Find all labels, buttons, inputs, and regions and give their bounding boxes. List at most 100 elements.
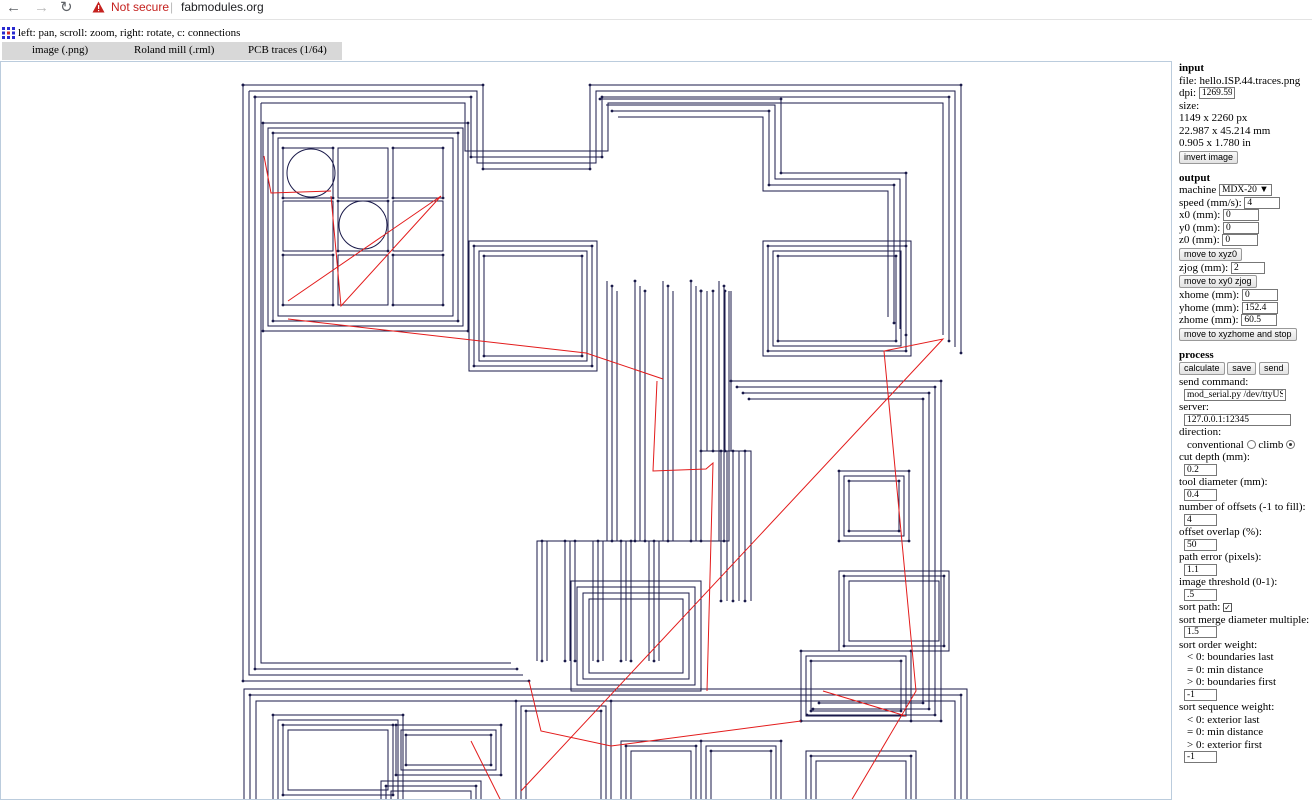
cut-depth-input[interactable] [1184,463,1217,476]
pad [380,780,482,799]
move-xy0-zjog-button[interactable]: move to xy0 zjog [1179,275,1257,288]
forward-icon[interactable]: → [34,0,49,16]
trace-outline [749,398,924,704]
vertex-dot [689,279,693,283]
threshold-input[interactable] [1184,588,1217,601]
vertex-dot [694,744,698,748]
xhome-input[interactable] [1241,289,1278,302]
vertex-dot [590,244,594,248]
address-bar[interactable]: fabmodules.org [181,0,264,14]
vertex-dot [837,469,841,473]
trace-outline [242,85,529,682]
send-command-input[interactable] [1184,388,1286,401]
connector-pad [262,122,469,332]
server-input[interactable] [1184,413,1291,426]
direction-label: direction: [1179,426,1222,438]
vertex-dot [766,349,770,353]
vertex-dot [573,539,577,543]
toolpath-canvas[interactable] [0,61,1172,800]
vertex-dot [709,749,713,753]
path-error-input[interactable] [1184,563,1217,576]
dpi-input[interactable] [1198,87,1235,100]
vertex-dot [261,121,265,125]
move-xyz0-button[interactable]: move to xyz0 [1179,247,1243,261]
machine-select[interactable]: MDX-20 ▼ [1219,184,1272,197]
reload-icon[interactable]: ↻ [60,0,73,16]
pad [620,740,702,799]
x0-input[interactable] [1223,209,1259,222]
vertex-dot [331,196,335,200]
sequence-weight-label: sort sequence weight: [1179,701,1275,713]
zjog-input[interactable] [1230,261,1265,274]
vertex-dot [907,469,911,473]
vertex-dot [779,171,783,175]
pad-cell [392,254,444,306]
sort-path-checkbox[interactable]: ✓ [1223,602,1232,612]
xhome-label: xhome (mm): [1179,289,1240,301]
invert-image-button[interactable]: invert image [1179,150,1239,164]
trace-paths [241,83,968,799]
input-heading: input [1179,62,1205,74]
zhome-label: zhome (mm): [1179,314,1239,326]
order-weight-input[interactable] [1184,688,1217,701]
vertex-dot [598,97,602,101]
toolpath-drawing[interactable] [1,62,1172,800]
vertex-dot [489,733,493,737]
order-note-2: = 0: min distance [1187,663,1264,676]
pad [405,734,492,766]
vertex-dot [253,95,257,99]
y0-input[interactable] [1223,221,1259,234]
zjog-label: zjog (mm): [1179,261,1229,274]
tab-pcb-traces[interactable]: PCB traces (1/64) [248,44,327,56]
vertex-dot [619,539,623,543]
order-weight-label: sort order weight: [1179,638,1258,651]
vertex-dot [809,754,813,758]
move-xyzhome-button[interactable]: move to xyzhome and stop [1179,327,1297,341]
trace-line [625,286,697,661]
warning-icon[interactable] [92,1,105,13]
vertex-dot [241,679,245,683]
sort-path-label: sort path: [1179,601,1221,613]
pad [515,700,612,799]
calculate-button[interactable]: calculate [1179,362,1225,375]
pad [843,475,905,537]
pad [815,760,907,799]
conventional-radio[interactable] [1246,440,1256,450]
vertex-dot [947,95,951,99]
speed-input[interactable] [1244,196,1281,209]
sequence-weight-input[interactable] [1184,751,1217,764]
tab-image[interactable]: image (.png) [32,44,89,56]
send-button[interactable]: send [1259,362,1289,375]
trace-outline [260,103,511,664]
trace-outline [588,598,684,674]
zhome-input[interactable] [1241,314,1278,327]
conventional-label: conventional [1187,438,1244,451]
vertex-dot [904,171,908,175]
security-status[interactable]: Not secure [111,0,170,14]
save-button[interactable]: save [1227,362,1257,375]
vertex-dot [847,529,851,533]
vertex-dot [899,709,903,713]
climb-radio[interactable] [1286,440,1296,450]
back-icon[interactable]: ← [6,0,21,16]
z0-input[interactable] [1222,234,1259,247]
vertex-dot [842,574,846,578]
vertex-dot [909,754,913,758]
merge-input[interactable] [1184,626,1217,639]
vertex-dot [904,244,908,248]
offsets-input[interactable] [1184,513,1217,526]
tab-roland-mill[interactable]: Roland mill (.rml) [134,44,215,56]
vertex-dot [633,539,637,543]
overlap-input[interactable] [1184,538,1217,551]
chevron-down-icon: ▼ [1259,185,1269,196]
vertex-dot [837,539,841,543]
move-paths [263,155,945,799]
vertex-dot [331,146,335,150]
connector-pad [267,127,464,327]
tool-diameter-input[interactable] [1184,488,1217,501]
send-command-label: send command: [1179,376,1249,388]
vertex-dot [699,539,703,543]
yhome-input[interactable] [1241,301,1278,314]
vertex-dot [799,649,803,653]
vertex-dot [391,723,395,727]
